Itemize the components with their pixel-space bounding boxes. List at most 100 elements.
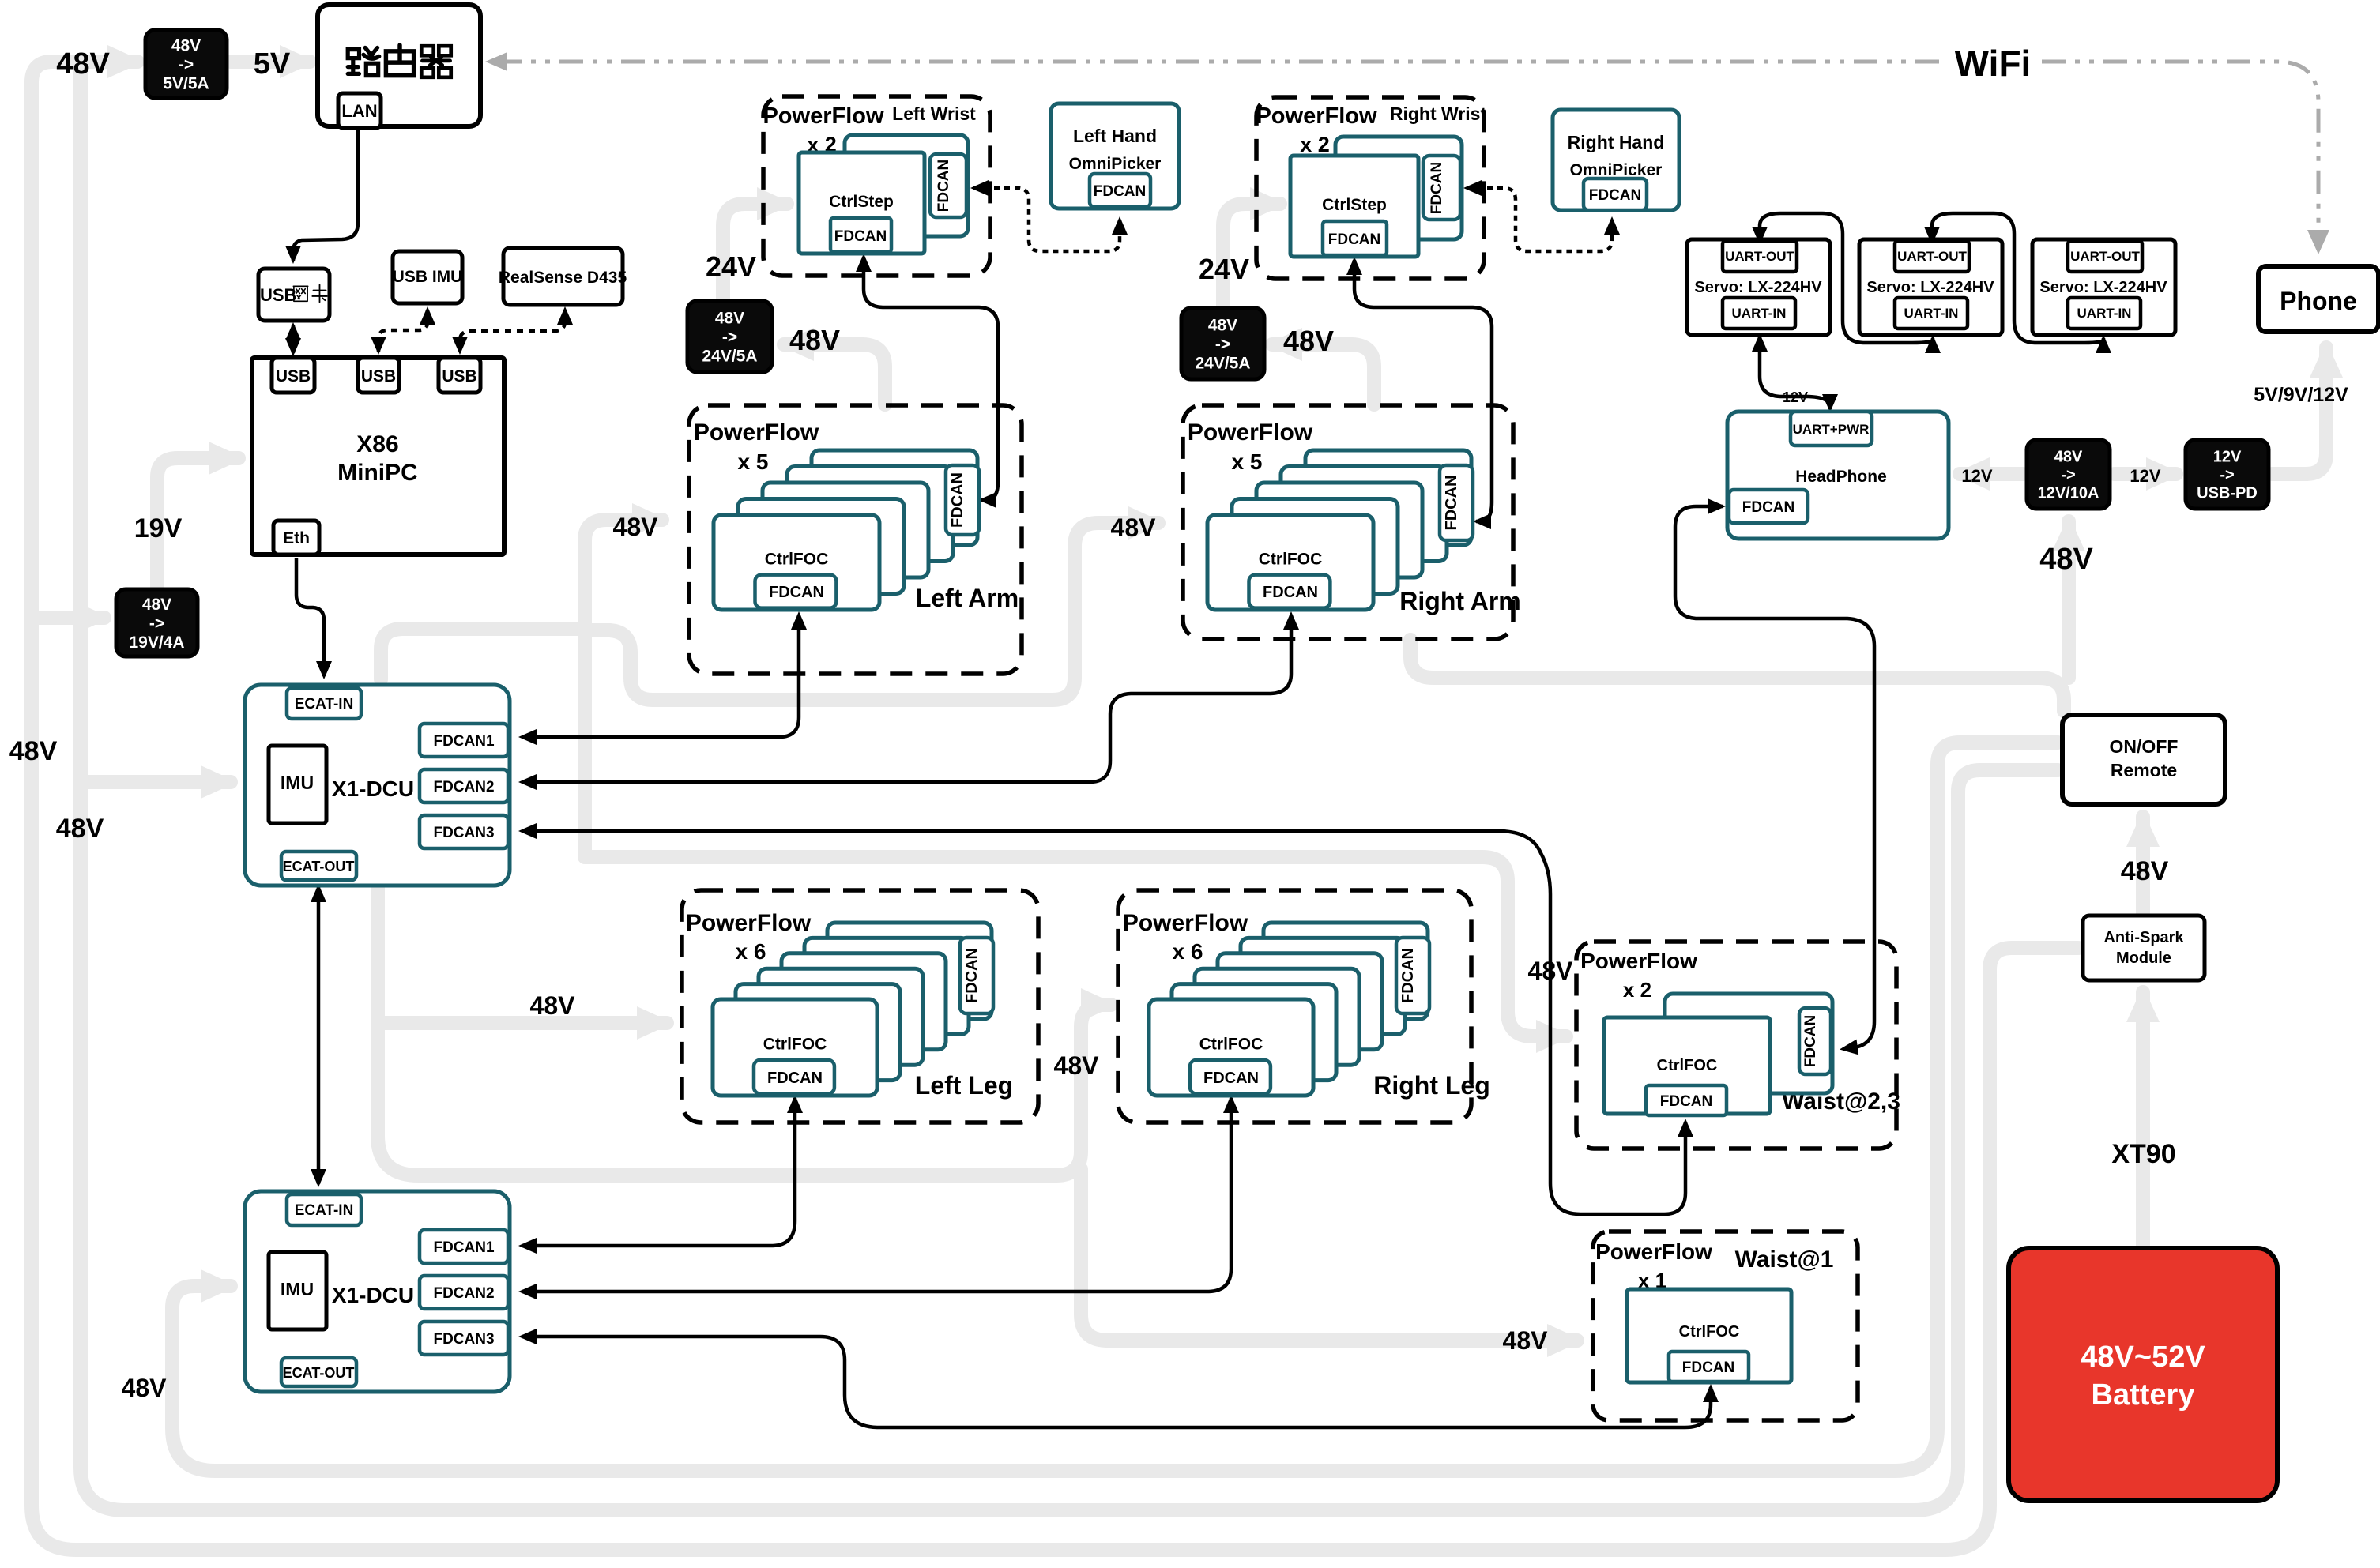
svg-text:FDCAN: FDCAN (1742, 499, 1795, 516)
svg-text:5V: 5V (254, 47, 291, 81)
svg-text:Remote: Remote (2111, 760, 2177, 780)
svg-text:48V: 48V (789, 324, 840, 356)
svg-text:X1-DCU: X1-DCU (332, 776, 414, 801)
svg-text:48V: 48V (1528, 957, 1574, 985)
svg-text:CtrlStep: CtrlStep (829, 193, 894, 211)
svg-text:MiniPC: MiniPC (337, 460, 418, 486)
svg-text:Left Wrist: Left Wrist (892, 103, 976, 124)
svg-text:x 2: x 2 (1300, 133, 1330, 156)
svg-text:Servo: LX-224HV: Servo: LX-224HV (1866, 279, 1994, 296)
svg-text:CtrlFOC: CtrlFOC (1657, 1057, 1718, 1074)
svg-text:FDCAN: FDCAN (1263, 584, 1318, 601)
svg-text:48V: 48V (1111, 513, 1157, 542)
svg-text:Module: Module (2116, 949, 2171, 967)
svg-text:USB: USB (361, 367, 396, 385)
svg-text:FDCAN: FDCAN (1589, 187, 1642, 204)
svg-text:X86: X86 (356, 431, 398, 457)
svg-text:24V/5A: 24V/5A (1195, 354, 1250, 372)
svg-text:Waist@1: Waist@1 (1735, 1247, 1834, 1273)
svg-text:UART-OUT: UART-OUT (1725, 249, 1794, 264)
svg-text:x 6: x 6 (1173, 939, 1203, 964)
svg-text:FDCAN3: FDCAN3 (433, 825, 494, 841)
svg-text:ON/OFF: ON/OFF (2110, 736, 2179, 757)
svg-text:IMU: IMU (281, 1279, 314, 1299)
svg-text:USB: USB (442, 367, 476, 385)
svg-text:FDCAN: FDCAN (1399, 948, 1417, 1003)
svg-text:12V: 12V (1961, 466, 1992, 486)
svg-text:48V: 48V (1503, 1326, 1549, 1355)
svg-text:UART+PWR: UART+PWR (1793, 422, 1870, 437)
svg-text:USB-PD: USB-PD (2197, 485, 2258, 502)
svg-text:Servo: LX-224HV: Servo: LX-224HV (1694, 279, 1822, 296)
svg-text:CtrlFOC: CtrlFOC (1199, 1035, 1263, 1053)
svg-text:FDCAN1: FDCAN1 (433, 733, 494, 750)
svg-text:->: -> (2220, 467, 2234, 484)
svg-text:12V/10A: 12V/10A (2038, 485, 2099, 502)
svg-text:48V: 48V (171, 36, 201, 55)
svg-text:Right Leg: Right Leg (1373, 1071, 1490, 1100)
svg-text:19V: 19V (134, 513, 183, 543)
svg-text:PowerFlow: PowerFlow (694, 419, 819, 446)
svg-text:FDCAN: FDCAN (1802, 1015, 1819, 1068)
svg-text:PowerFlow: PowerFlow (1595, 1239, 1712, 1264)
svg-text:48V: 48V (715, 309, 744, 327)
svg-text:USB: USB (276, 367, 311, 385)
svg-text:WiFi: WiFi (1955, 43, 2032, 84)
svg-text:12V: 12V (2213, 449, 2242, 466)
svg-text:Right Hand: Right Hand (1568, 132, 1665, 152)
svg-text:FDCAN: FDCAN (834, 228, 887, 245)
svg-text:Left Leg: Left Leg (915, 1071, 1013, 1100)
svg-text:USB: USB (260, 285, 296, 305)
svg-text:FDCAN2: FDCAN2 (433, 779, 494, 795)
svg-text:x 5: x 5 (738, 449, 769, 474)
svg-text:FDCAN: FDCAN (963, 948, 981, 1003)
svg-text:48V: 48V (2039, 543, 2093, 576)
svg-text:Phone: Phone (2280, 287, 2357, 315)
svg-text:ECAT-OUT: ECAT-OUT (283, 1365, 355, 1381)
svg-text:UART-OUT: UART-OUT (2070, 249, 2140, 264)
svg-text:19V/4A: 19V/4A (129, 634, 184, 652)
svg-text:->: -> (1215, 335, 1230, 353)
svg-text:Servo: LX-224HV: Servo: LX-224HV (2039, 279, 2167, 296)
svg-text:24V/5A: 24V/5A (702, 347, 757, 365)
svg-text:->: -> (2061, 467, 2075, 484)
svg-text:FDCAN: FDCAN (949, 472, 966, 528)
svg-text:48V: 48V (56, 47, 110, 81)
svg-text:48V: 48V (1208, 316, 1237, 334)
svg-text:UART-IN: UART-IN (1904, 306, 1959, 321)
svg-text:Right Arm: Right Arm (1399, 587, 1520, 615)
svg-text:48V: 48V (56, 814, 104, 844)
svg-text:ECAT-IN: ECAT-IN (295, 1202, 354, 1219)
svg-text:48V~52V: 48V~52V (2081, 1341, 2205, 1374)
svg-text:PowerFlow: PowerFlow (1188, 419, 1313, 446)
svg-text:48V: 48V (142, 596, 171, 614)
svg-text:5V/9V/12V: 5V/9V/12V (2254, 384, 2348, 406)
svg-text:UART-OUT: UART-OUT (1897, 249, 1967, 264)
svg-text:CtrlFOC: CtrlFOC (763, 1035, 827, 1053)
svg-text:RealSense D435: RealSense D435 (499, 269, 627, 287)
svg-text:PowerFlow: PowerFlow (1580, 949, 1697, 973)
svg-text:FDCAN: FDCAN (936, 160, 952, 212)
svg-text:UART-IN: UART-IN (2077, 306, 2132, 321)
svg-text:FDCAN: FDCAN (1203, 1070, 1259, 1087)
svg-text:USB IMU: USB IMU (393, 268, 463, 286)
svg-text:FDCAN: FDCAN (769, 584, 824, 601)
svg-text:48V: 48V (613, 513, 659, 541)
svg-text:24V: 24V (1199, 253, 1249, 285)
svg-text:CtrlFOC: CtrlFOC (765, 550, 829, 568)
svg-text:FDCAN: FDCAN (1094, 183, 1147, 200)
svg-text:Right Wrist: Right Wrist (1390, 103, 1487, 124)
svg-text:FDCAN1: FDCAN1 (433, 1239, 494, 1256)
svg-text:CtrlFOC: CtrlFOC (1679, 1323, 1740, 1341)
svg-text:LAN: LAN (341, 101, 377, 121)
svg-text:PowerFlow: PowerFlow (1123, 910, 1248, 936)
svg-text:ECAT-IN: ECAT-IN (295, 696, 354, 713)
svg-text:x 5: x 5 (1232, 449, 1263, 474)
svg-text:Anti-Spark: Anti-Spark (2103, 929, 2184, 946)
svg-text:48V: 48V (1054, 1051, 1100, 1080)
svg-text:OmniPicker: OmniPicker (1570, 161, 1663, 179)
svg-text:FDCAN2: FDCAN2 (433, 1285, 494, 1302)
svg-text:IMU: IMU (281, 773, 314, 793)
svg-text:CtrlStep: CtrlStep (1322, 196, 1387, 214)
svg-text:Left Hand: Left Hand (1073, 126, 1157, 146)
